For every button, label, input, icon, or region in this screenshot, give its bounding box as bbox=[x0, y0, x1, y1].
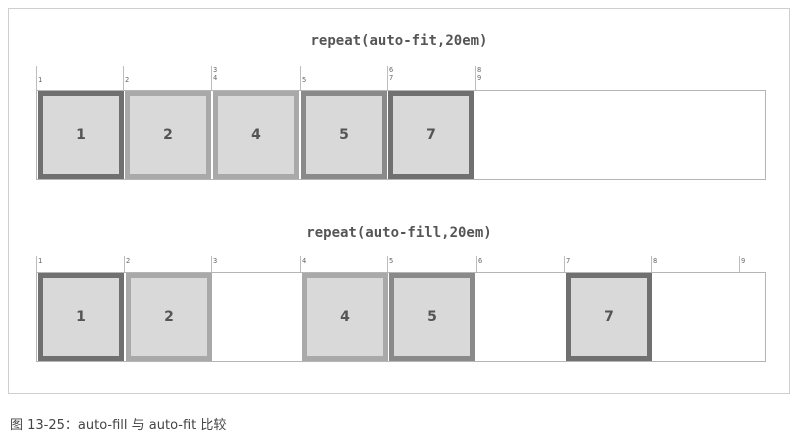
grid-line-tick bbox=[36, 256, 37, 272]
grid-item-4: 4 bbox=[213, 91, 299, 179]
grid-item-7: 7 bbox=[566, 273, 652, 361]
grid-item-4: 4 bbox=[302, 273, 388, 361]
grid-item-5: 5 bbox=[389, 273, 475, 361]
autofit-title: repeat(auto-fit,20em) bbox=[310, 33, 488, 49]
grid-line-number: 7 bbox=[566, 257, 571, 265]
grid-line-tick bbox=[124, 256, 125, 272]
grid-line-number: 8 bbox=[653, 257, 658, 265]
grid-line-number: 8 9 bbox=[477, 66, 482, 82]
autofit-grid-container: 1 2 4 5 7 bbox=[36, 90, 766, 180]
grid-line-number: 3 4 bbox=[213, 66, 218, 82]
grid-line-number: 5 bbox=[302, 76, 307, 84]
grid-line-tick bbox=[475, 66, 476, 90]
grid-line-tick bbox=[387, 66, 388, 90]
grid-item-2: 2 bbox=[126, 273, 212, 361]
grid-line-number: 5 bbox=[389, 257, 394, 265]
grid-line-number: 3 bbox=[213, 257, 218, 265]
grid-line-tick bbox=[300, 256, 301, 272]
grid-item-1: 1 bbox=[38, 91, 124, 179]
grid-line-tick bbox=[564, 256, 565, 272]
grid-line-tick bbox=[211, 66, 212, 90]
grid-line-number: 2 bbox=[125, 76, 130, 84]
grid-line-tick bbox=[36, 66, 37, 90]
grid-line-number: 2 bbox=[126, 257, 131, 265]
grid-item-5: 5 bbox=[301, 91, 387, 179]
figure-caption: 图 13-25：auto-fill 与 auto-fit 比较 bbox=[10, 418, 227, 433]
grid-line-number: 4 bbox=[302, 257, 307, 265]
grid-line-tick bbox=[211, 256, 212, 272]
grid-line-tick bbox=[300, 66, 301, 90]
grid-line-number: 6 bbox=[478, 257, 483, 265]
grid-item-1: 1 bbox=[38, 273, 124, 361]
autofill-title: repeat(auto-fill,20em) bbox=[306, 225, 492, 241]
grid-line-tick bbox=[123, 66, 124, 90]
grid-line-number: 1 bbox=[38, 76, 43, 84]
grid-line-tick bbox=[387, 256, 388, 272]
grid-line-number: 6 7 bbox=[389, 66, 394, 82]
grid-line-tick bbox=[476, 256, 477, 272]
autofill-grid-container: 1 2 4 5 7 bbox=[36, 272, 766, 362]
grid-item-2: 2 bbox=[125, 91, 211, 179]
grid-line-number: 1 bbox=[38, 257, 43, 265]
grid-line-tick bbox=[651, 256, 652, 272]
grid-line-number: 9 bbox=[741, 257, 746, 265]
grid-line-tick bbox=[739, 256, 740, 272]
grid-item-7: 7 bbox=[388, 91, 474, 179]
